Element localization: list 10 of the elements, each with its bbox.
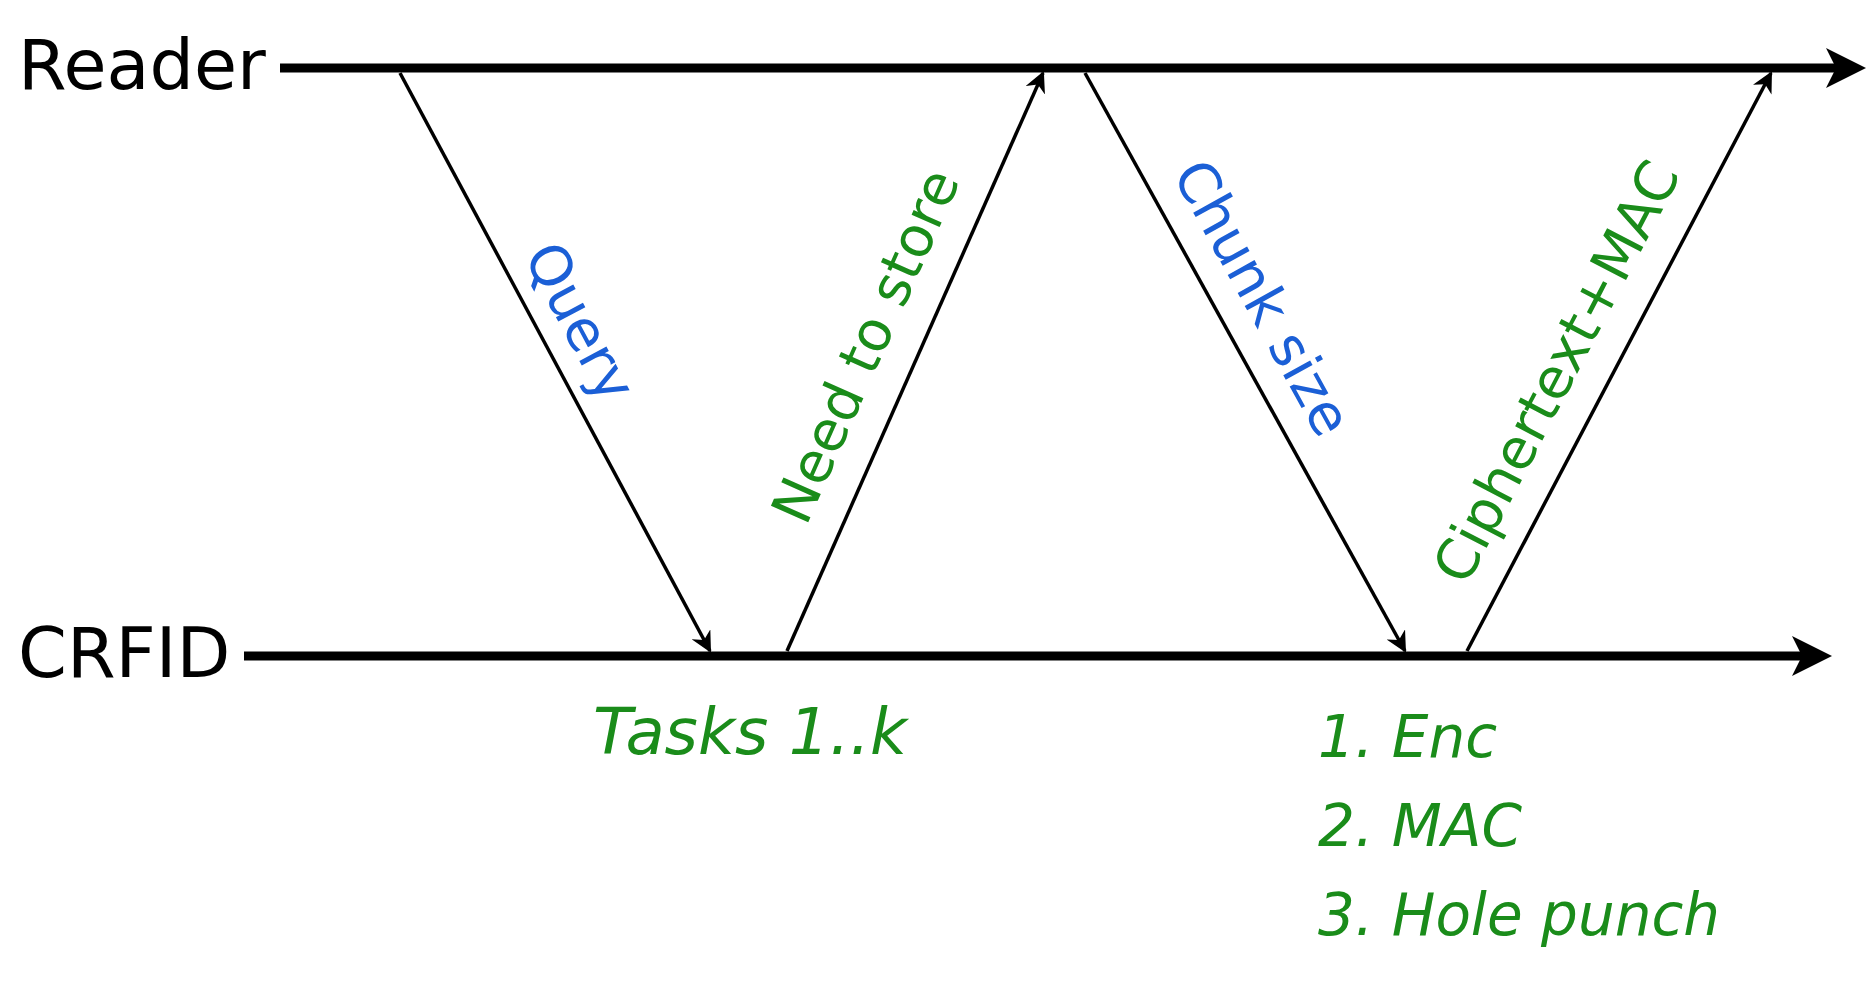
message-arrow	[1465, 71, 1773, 652]
list-item: 1. Enc	[1318, 708, 1498, 766]
message-arrow	[1083, 72, 1407, 653]
annotation-text: Tasks 1..k	[593, 700, 908, 764]
lifeline-label: CRFID	[18, 618, 231, 688]
list-item: 2. MAC	[1318, 797, 1522, 855]
lifeline-label: Reader	[18, 30, 266, 100]
message-arrow	[785, 71, 1045, 652]
message-arrow	[398, 72, 712, 653]
edge-label: Need to store	[761, 158, 971, 535]
